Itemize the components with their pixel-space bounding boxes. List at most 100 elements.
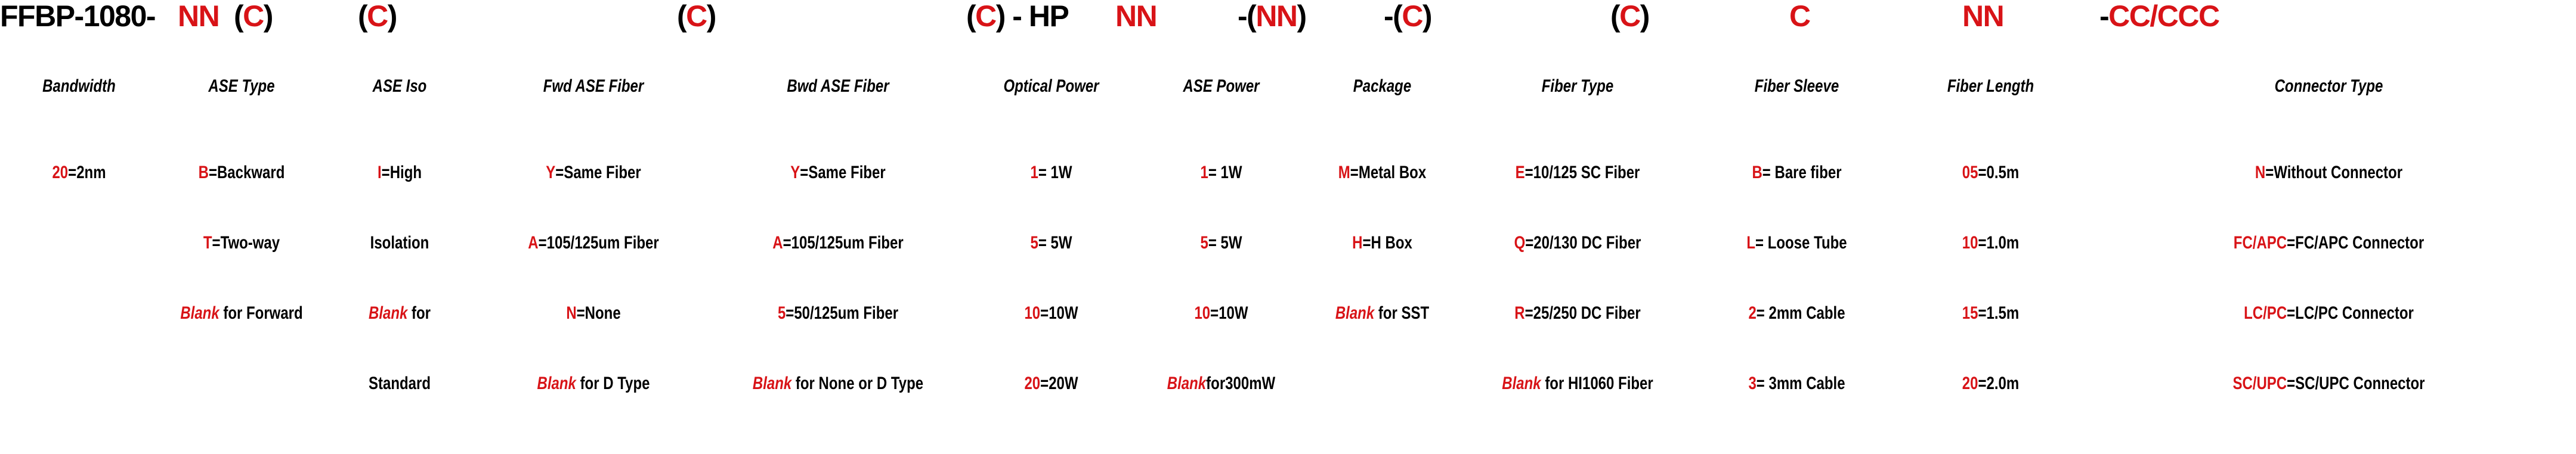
option-definition: Metal Box (1358, 163, 1427, 182)
option-code: Blank (1335, 303, 1375, 323)
option-definition: 2mm Cable (1764, 303, 1845, 323)
option-cell-ase-power-2: 5= 5W (1156, 232, 1287, 254)
option-equals-sign: = (2287, 374, 2296, 393)
option-code: Blank (180, 303, 219, 323)
option-code: 20 (1024, 374, 1041, 393)
option-equals-sign: = (1038, 233, 1047, 253)
title-literal-token: ( (1610, 0, 1621, 33)
option-cell-bandwidth-1: 20=2nm (16, 162, 143, 184)
title-literal-token: ) (1297, 0, 1307, 33)
title-code-token: NN (1255, 0, 1298, 33)
option-code: E (1515, 163, 1525, 182)
option-equals-sign: = (1524, 303, 1533, 323)
option-code: 2 (1748, 303, 1756, 323)
option-equals-sign: = (538, 233, 547, 253)
option-cell-fwd-ase-fiber-4: Blank for D Type (500, 373, 686, 394)
title-token-ase-power: -(NN) (1238, 0, 1307, 33)
option-cell-optical-power-1: 1= 1W (984, 162, 1120, 184)
option-cell-ase-power-1: 1= 1W (1156, 162, 1287, 184)
option-cell-optical-power-4: 20=20W (984, 373, 1120, 394)
option-definition: None (585, 303, 621, 323)
title-literal-token: ( (234, 0, 244, 33)
option-definition: Loose Tube (1764, 233, 1847, 253)
title-code-token: C (1619, 0, 1641, 33)
title-token-fiber-type: (C) (1610, 0, 1650, 33)
option-equals-sign: = (1978, 374, 1987, 393)
option-definition: Same Fiber (808, 163, 886, 182)
column-header-label: Optical Power (1003, 76, 1099, 96)
option-equals-sign: = (1350, 163, 1359, 182)
option-definition: 2nm (76, 163, 106, 182)
title-literal-token: ) (1422, 0, 1433, 33)
option-code: B (1752, 163, 1762, 182)
option-cell-optical-power-3: 10=10W (984, 303, 1120, 324)
option-code: 1 (1030, 163, 1038, 182)
option-definition: for D Type (576, 374, 650, 393)
title-token-connector-type: -CC/CCC (2099, 0, 2220, 33)
option-code: 1 (1200, 163, 1208, 182)
option-definition: H Box (1371, 233, 1412, 253)
title-code-token: NN (1115, 0, 1158, 33)
option-definition: FC/APC Connector (2295, 233, 2425, 253)
title-token-bandwidth: NN (178, 0, 220, 32)
column-header-label: ASE Iso (372, 76, 427, 96)
column-header-label: ASE Power (1183, 76, 1260, 96)
option-equals-sign: = (1038, 163, 1047, 182)
option-definition: 1.5m (1986, 303, 2020, 323)
option-cell-ase-iso-2: Isolation (340, 232, 459, 254)
option-cell-ase-type-1: B=Backward (177, 162, 306, 184)
option-definition: High (389, 163, 422, 182)
column-header-fiber-length: Fiber Length (1921, 76, 2061, 97)
title-code-token: C (1789, 0, 1811, 33)
option-definition: 0.5m (1986, 163, 2020, 182)
option-definition: Isolation (370, 233, 429, 253)
title-code-token: NN (1962, 0, 2005, 33)
option-cell-fiber-type-4: Blank for HI1060 Fiber (1485, 373, 1671, 394)
option-definition: 5W (1046, 233, 1072, 253)
title-code-token: CC/CCC (2108, 0, 2220, 33)
option-code: 5 (1030, 233, 1038, 253)
title-code-token: C (1402, 0, 1423, 33)
column-header-label: Fiber Length (1947, 76, 2034, 96)
option-equals-sign: = (208, 163, 217, 182)
title-code-token: C (243, 0, 264, 33)
option-code: LC/PC (2244, 303, 2287, 323)
option-cell-ase-power-4: Blankfor300mW (1156, 373, 1287, 394)
option-equals-sign: = (1210, 303, 1219, 323)
option-definition: 20W (1049, 374, 1078, 393)
option-equals-sign: = (2287, 233, 2296, 253)
option-code: Blank (368, 303, 408, 323)
title-literal-token: ) (387, 0, 398, 33)
title-token-optical-power: NN (1115, 0, 1158, 33)
option-cell-ase-type-2: T=Two-way (177, 232, 306, 254)
option-cell-fiber-sleeve-3: 2= 2mm Cable (1715, 303, 1879, 324)
option-cell-package-3: Blank for SST (1322, 303, 1443, 324)
option-equals-sign: = (1762, 163, 1771, 182)
option-cell-ase-iso-1: I=High (340, 162, 459, 184)
title-token-ase-iso: (C) (358, 0, 397, 32)
option-code: Q (1514, 233, 1526, 253)
option-cell-bwd-ase-fiber-3: 5=50/125um Fiber (735, 303, 941, 324)
option-cell-fiber-sleeve-2: L= Loose Tube (1715, 232, 1879, 254)
column-header-fiber-type: Fiber Type (1485, 76, 1671, 97)
option-code: R (1514, 303, 1525, 323)
option-cell-ase-iso-3: Blank for (340, 303, 459, 324)
option-definition: 3mm Cable (1764, 374, 1845, 393)
column-header-bwd-ase-fiber: Bwd ASE Fiber (735, 76, 941, 97)
title-literal-token: ) - HP (995, 0, 1069, 33)
option-cell-connector-type-1: N=Without Connector (2131, 162, 2526, 184)
option-equals-sign: = (1978, 163, 1987, 182)
option-equals-sign: = (212, 233, 221, 253)
option-cell-bwd-ase-fiber-1: Y=Same Fiber (735, 162, 941, 184)
option-definition: Same Fiber (564, 163, 641, 182)
option-code: 10 (1962, 233, 1978, 253)
column-header-label: Fiber Type (1541, 76, 1614, 96)
option-equals-sign: = (1755, 233, 1764, 253)
option-definition: 50/125um Fiber (794, 303, 899, 323)
column-header-optical-power: Optical Power (984, 76, 1120, 97)
option-code: 05 (1962, 163, 1978, 182)
option-equals-sign: = (786, 303, 794, 323)
option-definition: 105/125um Fiber (791, 233, 904, 253)
